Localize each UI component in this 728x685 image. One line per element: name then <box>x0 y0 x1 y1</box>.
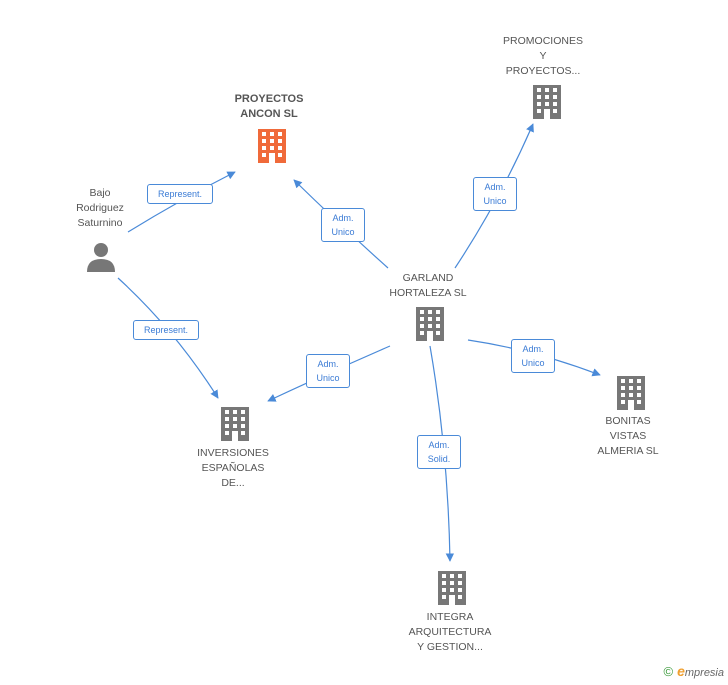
building-icon[interactable] <box>437 571 467 610</box>
building-icon[interactable] <box>415 307 445 346</box>
node-label-garland[interactable]: GARLAND HORTALEZA SL <box>389 272 467 299</box>
person-icon[interactable] <box>86 242 116 277</box>
edge-label-adm-unico: Adm. Unico <box>473 177 517 211</box>
node-label-inversiones[interactable]: INVERSIONES ESPAÑOLAS DE... <box>197 447 269 489</box>
empresia-watermark: © empresia <box>663 663 724 679</box>
building-icon[interactable] <box>532 85 562 124</box>
node-label-bonitas[interactable]: BONITAS VISTAS ALMERIA SL <box>597 415 659 457</box>
building-icon[interactable] <box>257 129 287 168</box>
building-icon[interactable] <box>616 376 646 415</box>
edge-label-adm-unico: Adm. Unico <box>511 339 555 373</box>
empresia-logo: empresia <box>677 663 724 679</box>
edge-label-adm-unico: Adm. Unico <box>306 354 350 388</box>
node-label-promociones[interactable]: PROMOCIONES Y PROYECTOS... <box>503 35 583 77</box>
copyright-symbol: © <box>663 663 674 679</box>
node-label-integra[interactable]: INTEGRA ARQUITECTURA Y GESTION... <box>408 611 492 653</box>
edge-label-represent: Represent. <box>147 184 213 204</box>
node-label-bajo-rodriguez[interactable]: Bajo Rodriguez Saturnino <box>76 187 124 229</box>
edge-label-adm-unico: Adm. Unico <box>321 208 365 242</box>
edge-label-represent: Represent. <box>133 320 199 340</box>
edge-label-adm-solid: Adm. Solid. <box>417 435 461 469</box>
node-label-proyectos-ancon[interactable]: PROYECTOS ANCON SL <box>234 93 304 120</box>
building-icon[interactable] <box>220 407 250 446</box>
